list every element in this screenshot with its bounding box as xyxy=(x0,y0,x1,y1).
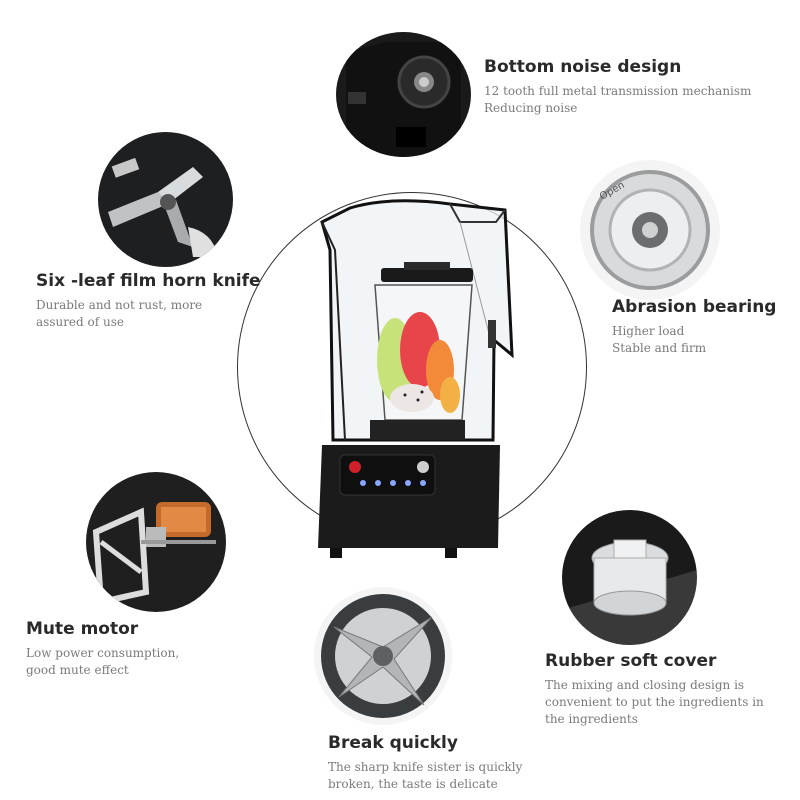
bearing-image: Open xyxy=(580,160,720,300)
desc-line: The mixing and closing design is xyxy=(545,678,745,692)
feature-desc-bottom-noise: 12 tooth full metal transmission mechani… xyxy=(484,83,751,117)
desc-line: 12 tooth full metal transmission mechani… xyxy=(484,84,752,98)
desc-line: convenient to put the ingredients in xyxy=(545,695,764,709)
blade-assembly-image xyxy=(98,132,233,267)
desc-line: Durable and not rust, more xyxy=(36,298,203,312)
desc-line: Stable and firm xyxy=(612,341,707,355)
feature-desc-break: The sharp knife sister is quickly broken… xyxy=(328,759,522,793)
cover-thumbnail xyxy=(562,510,697,645)
feature-title-bearing: Abrasion bearing xyxy=(612,297,777,317)
motor-thumbnail xyxy=(86,472,226,612)
motor-image xyxy=(86,472,226,612)
blender-image xyxy=(318,199,514,558)
desc-line: assured of use xyxy=(36,315,125,329)
desc-line: the ingredients xyxy=(545,712,638,726)
feature-title-cover: Rubber soft cover xyxy=(545,651,717,671)
rubber-cover-image xyxy=(562,510,697,645)
desc-line: Reducing noise xyxy=(484,101,578,115)
feature-title-knife: Six -leaf film horn knife xyxy=(36,271,261,291)
feature-title-motor: Mute motor xyxy=(26,619,139,639)
feature-title-bottom-noise: Bottom noise design xyxy=(484,57,682,77)
feature-desc-motor: Low power consumption, good mute effect xyxy=(26,645,179,679)
desc-line: Higher load xyxy=(612,324,685,338)
blade-image xyxy=(314,587,452,725)
desc-line: Low power consumption, xyxy=(26,646,180,660)
bearing-thumbnail: Open xyxy=(580,160,720,300)
desc-line: broken, the taste is delicate xyxy=(328,777,498,791)
feature-title-break: Break quickly xyxy=(328,733,458,753)
desc-line: good mute effect xyxy=(26,663,129,677)
bottom-noise-thumbnail xyxy=(336,32,471,157)
feature-desc-cover: The mixing and closing design is conveni… xyxy=(545,677,764,728)
desc-line: The sharp knife sister is quickly xyxy=(328,760,523,774)
break-thumbnail xyxy=(314,587,452,725)
gear-mechanism-image xyxy=(336,32,471,157)
feature-desc-bearing: Higher load Stable and firm xyxy=(612,323,706,357)
feature-desc-knife: Durable and not rust, more assured of us… xyxy=(36,297,202,331)
knife-thumbnail xyxy=(98,132,233,267)
